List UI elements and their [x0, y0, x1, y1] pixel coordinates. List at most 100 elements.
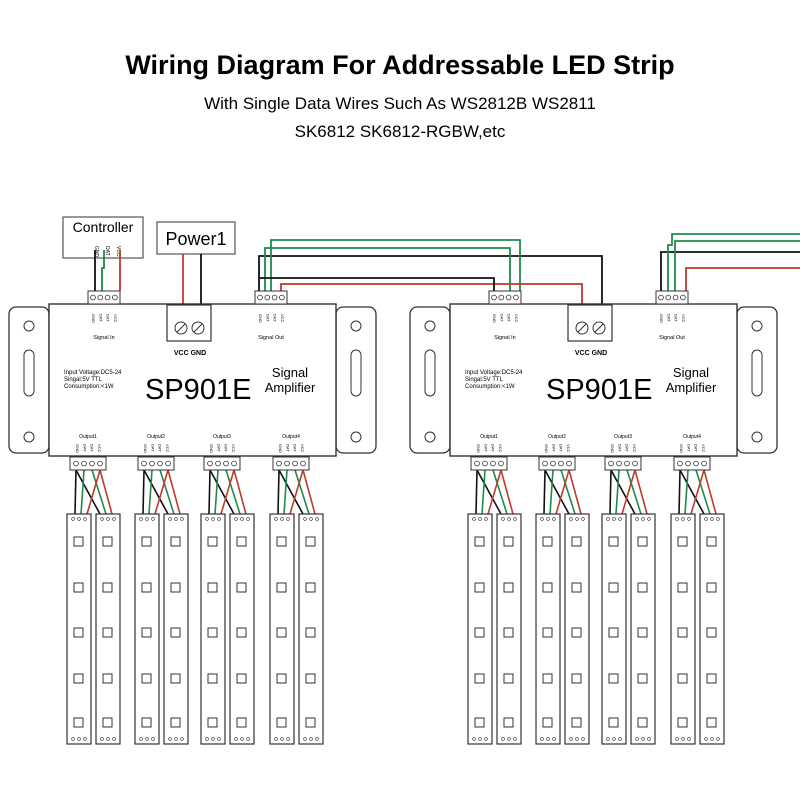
module-2-output-0-strip-b-led-1 [503, 582, 514, 593]
module-2-output-0-wire-dat-a [481, 469, 486, 515]
module-2-output-3-strip-b-pad-bottom-2 [716, 737, 720, 741]
module-2-output-3-strip-a-pad-bottom-0 [675, 737, 679, 741]
module-1-output-3-strip-a-led-0 [276, 536, 287, 547]
module-1-output-1-strip-b-pad-top-0 [168, 517, 172, 521]
module-1-output-2-strip-a-pad-top-1 [211, 517, 215, 521]
module-2-spec-line-2: Consumption:<1W [465, 384, 515, 390]
module-2-output-3-strip-b-led-0 [706, 536, 717, 547]
module-1-output-3-strip-b-pad-top-2 [315, 517, 319, 521]
module-1-output-label-3: Output4 [282, 434, 300, 440]
module-2-output-0-pin-label-0: GND [476, 444, 481, 453]
module-1-output-1-strip-a-pad-bottom-1 [145, 737, 149, 741]
module-1-output-1-strip-a-pad-bottom-0 [139, 737, 143, 741]
module-2-output-1-wire-vcc-a [555, 469, 570, 515]
module-2-output-0-pin-0 [474, 460, 480, 467]
module-2-output-1-strip-a-led-3 [542, 673, 553, 684]
module-1-output-1-strip-b-led-3 [170, 673, 181, 684]
module-2-output-0-strip-a-led-3 [474, 673, 485, 684]
module-1-power-terminal [166, 304, 212, 342]
module-2-output-1-wire-vcc-b [568, 469, 582, 515]
module-1-output-1-pin-1 [149, 460, 155, 467]
module-1-output-2-strip-b-pad-bottom-1 [240, 737, 244, 741]
module-2-output-0-strip-a-led-4 [474, 717, 485, 728]
module-1-output-3-pin-0 [276, 460, 282, 467]
module-2-output-0-strip-b-led-4 [503, 717, 514, 728]
module-2-output-2-strip-b-led-4 [637, 717, 648, 728]
controller-pin-dat: DAT [104, 246, 110, 256]
module-1-output-0-wire-gnd-b [75, 469, 101, 515]
module-1-output-2-wire-dat-a [214, 469, 219, 515]
module-1-output-3-pin-label-0: GND [278, 444, 283, 453]
module-2-model-label: SP901E [546, 374, 652, 406]
module-2-output-0-strip-b-pad-bottom-2 [513, 737, 517, 741]
module-2-output-1-strip-b-pad-top-1 [575, 517, 579, 521]
module-1-output-0-strip-a-pad-bottom-2 [83, 737, 87, 741]
module-2-output-2-strip-b-pad-top-2 [647, 517, 651, 521]
module-2-output-2-strip-b-pad-top-1 [641, 517, 645, 521]
module-1-output-1-strip-a-pad-top-0 [139, 517, 143, 521]
module-2-output-2-pin-3 [632, 460, 638, 467]
module-1-output-0-wire-dat-a [80, 469, 85, 515]
module-2-output-2-strip-a-pad-top-2 [618, 517, 622, 521]
diagram-subtitle-line2: SK6812 SK6812-RGBW,etc [294, 122, 506, 141]
power-label: Power1 [165, 229, 226, 249]
module-1-slot-left [23, 349, 35, 397]
module-2-output-1-strip-a-pad-bottom-2 [552, 737, 556, 741]
module-2-output-2-strip-a-pad-bottom-2 [618, 737, 622, 741]
module-2-output-2-wire-dat-b [626, 469, 642, 515]
module-1-output-2-strip-b-pad-top-1 [240, 517, 244, 521]
module-1-output-3-wire-vcc-b [302, 469, 316, 515]
module-1-screw-hole-br [350, 431, 362, 443]
module-1-output-3-strip-a-pad-top-2 [286, 517, 290, 521]
module-1-output-2-wire-gnd-a [208, 469, 211, 515]
module-2-slot-left [424, 349, 436, 397]
module-1-output-0-wire-vcc-b [99, 469, 113, 515]
module-1-output-3-pin-label-3: VCC [300, 444, 305, 453]
module-1-output-0-strip-a-led-1 [73, 582, 84, 593]
module-2-output-2-pin-1 [616, 460, 622, 467]
module-1-signal-in-pin-1 [97, 294, 104, 301]
module-1-signal-in-pin-label-2: DAT [106, 314, 111, 322]
module-1-output-3-strip-a-led-3 [276, 673, 287, 684]
module-1-output-1-wire-dat-b [159, 469, 175, 515]
module-1-output-2-pin-label-2: DAT [224, 444, 229, 452]
module-1-output-3-strip-b-led-3 [305, 673, 316, 684]
module-1-output-3-wire-gnd-a [277, 469, 280, 515]
module-2-signal-out-pin-3 [680, 294, 686, 301]
controller-label: Controller [73, 219, 134, 235]
module-2-name-line2: Amplifier [666, 380, 717, 395]
module-1-output-3-strip-a-pad-bottom-1 [280, 737, 284, 741]
module-1-output-2-strip-a-pad-bottom-0 [205, 737, 209, 741]
module-1-output-1-strip-a-led-0 [141, 536, 152, 547]
module-2-output-3-strip-a-led-3 [677, 673, 688, 684]
module-1-output-3-strip-a-pad-bottom-0 [274, 737, 278, 741]
module-2-output-3-strip-a-led-1 [677, 582, 688, 593]
module-2-screw-hole-bl [424, 431, 436, 443]
module-1-output-1-strip-a-led-1 [141, 582, 152, 593]
module-1-output-0-strip-b-led-1 [102, 582, 113, 593]
module-2-output-1-pin-label-0: GND [544, 444, 549, 453]
module-1-output-2-strip-a-led-2 [207, 627, 218, 638]
module-2-output-0-strip-a-pad-bottom-2 [484, 737, 488, 741]
module-1-output-0-strip-a-led-0 [73, 536, 84, 547]
module-1-signal-in-pin-label-3: VCC [113, 314, 118, 323]
module-1-output-2-strip-b-pad-bottom-0 [234, 737, 238, 741]
module-2-output-0-wire-vcc-b [500, 469, 514, 515]
module-1-output-1-strip-b-led-4 [170, 717, 181, 728]
module-2-output-3-strip-b-led-3 [706, 673, 717, 684]
wire-out-dat1 [667, 233, 800, 291]
module-2-output-label-1: Output2 [548, 434, 566, 440]
module-1-output-1-wire-gnd-b [143, 469, 169, 515]
module-1-output-1-pin-0 [141, 460, 147, 467]
wire-controller-dat [101, 250, 105, 291]
module-1-output-1-strip-b-pad-top-1 [174, 517, 178, 521]
wire-out-dat2 [674, 240, 800, 291]
module-1-output-0-connector [69, 456, 107, 471]
module-2-output-3-wire-gnd-b [679, 469, 705, 515]
module-1-output-0-pin-label-2: DAT [90, 444, 95, 452]
module-1-output-2-strip-b-led-2 [236, 627, 247, 638]
module-2-signal-out-pin-label-0: GND [659, 314, 664, 323]
module-2-signal-in-label: Signal In [494, 335, 515, 341]
module-2-signal-out-pin-label-1: DAT [666, 314, 671, 322]
